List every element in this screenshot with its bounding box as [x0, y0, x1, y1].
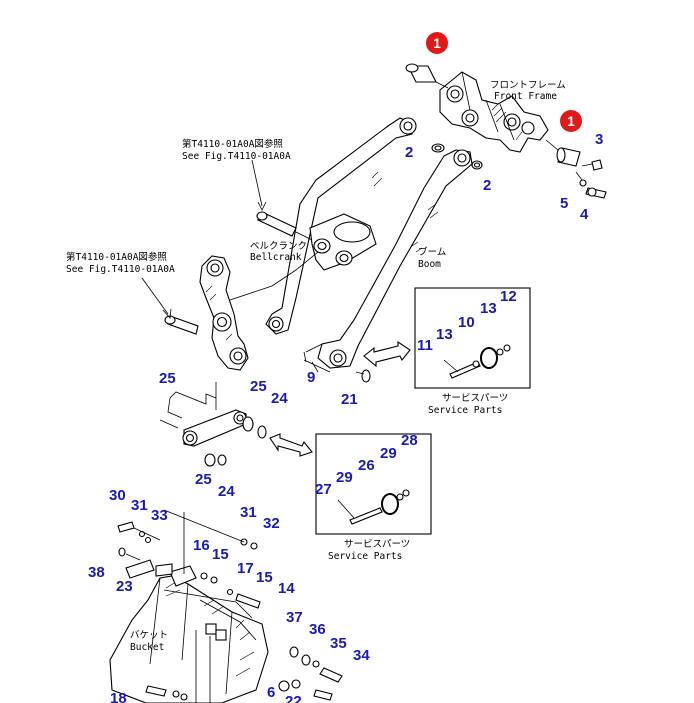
highlight-mark-1-upper: 1	[426, 32, 448, 54]
svg-text:1: 1	[567, 113, 575, 129]
callout-25: 25	[195, 471, 212, 488]
callout-22: 22	[285, 693, 302, 703]
ref2-label-en: See Fig.T4110-01A0A	[66, 264, 175, 275]
pin-ref-upper	[256, 211, 313, 241]
callout-15: 15	[212, 546, 229, 563]
callout-36: 36	[309, 621, 326, 638]
callout-38: 38	[88, 564, 105, 581]
ref1-label-en: See Fig.T4110-01A0A	[182, 151, 291, 162]
callout-30: 30	[109, 487, 126, 504]
highlight-mark-1-lower: 1	[560, 110, 582, 132]
callout-10: 10	[458, 314, 475, 331]
bushing-items-2	[431, 143, 483, 170]
callout-2: 2	[405, 144, 413, 161]
service-parts-1-label-en: Service Parts	[428, 405, 502, 416]
callout-12: 12	[500, 288, 517, 305]
callout-16: 16	[193, 537, 210, 554]
callout-32: 32	[263, 515, 280, 532]
callout-35: 35	[330, 635, 347, 652]
front-frame-label-en: Front Frame	[494, 91, 557, 102]
bushings-items-24-25	[204, 416, 267, 467]
callout-2: 2	[483, 177, 491, 194]
callout-24: 24	[218, 483, 235, 500]
callout-21: 21	[341, 391, 358, 408]
boom-label-en: Boom	[418, 259, 441, 270]
callout-37: 37	[286, 609, 303, 626]
service-parts-box-1	[414, 287, 531, 389]
callout-13: 13	[480, 300, 497, 317]
service-parts-1-label-jp: サービスパーツ	[442, 393, 508, 404]
callout-28: 28	[401, 432, 418, 449]
callout-26: 26	[358, 457, 375, 474]
front-frame-drawing	[439, 71, 549, 153]
bucket-drawing	[109, 563, 269, 703]
callout-27: 27	[315, 481, 332, 498]
service-parts-box-2	[315, 433, 432, 535]
callout-13: 13	[436, 326, 453, 343]
double-arrow-upper	[363, 340, 411, 368]
callout-33: 33	[151, 507, 168, 524]
bucket-label-jp: バケット	[130, 630, 168, 641]
callout-11: 11	[417, 337, 433, 354]
callout-25: 25	[159, 370, 176, 387]
callout-24: 24	[271, 390, 288, 407]
bolts-items-3-4-5	[575, 159, 607, 199]
bellcrank-label-jp: ベルクランク	[250, 241, 307, 252]
link-drawing	[159, 391, 247, 447]
bucket-pins-and-bolts	[117, 509, 343, 701]
svg-text:1: 1	[433, 35, 441, 51]
bellcrank-label-en: Bellcrank	[250, 252, 302, 263]
callout-23: 23	[116, 578, 133, 595]
service-parts-2-label-jp: サービスパーツ	[344, 539, 410, 550]
callout-14: 14	[278, 580, 295, 597]
bellcrank-drawing	[199, 251, 319, 371]
callout-25: 25	[250, 378, 267, 395]
callout-5: 5	[560, 195, 568, 212]
boom-label-jp: ブーム	[418, 246, 446, 258]
callout-17: 17	[237, 560, 254, 577]
bucket-label-en: Bucket	[130, 642, 164, 653]
callout-15: 15	[256, 569, 273, 586]
service-parts-2-label-en: Service Parts	[328, 551, 402, 562]
callout-34: 34	[353, 647, 370, 664]
front-frame-label-jp: フロントフレーム	[490, 80, 566, 91]
callout-6: 6	[267, 684, 275, 701]
pin-item-1-lower	[545, 139, 581, 167]
callout-29: 29	[336, 469, 353, 486]
callout-4: 4	[580, 206, 589, 223]
callout-numbers: 2 2 3 4 5 9 21 11 13 10 13 12 25 25 24 2…	[88, 131, 603, 703]
callout-9: 9	[307, 369, 315, 386]
callout-3: 3	[595, 131, 603, 148]
double-arrow-lower	[269, 433, 313, 457]
ref2-label-jp: 第T4110-01A0A図参照	[66, 251, 167, 263]
callout-29: 29	[380, 445, 397, 462]
callout-31: 31	[131, 497, 148, 514]
pin-item-1-upper	[405, 63, 449, 89]
pin-item-21	[355, 369, 371, 383]
callout-18: 18	[110, 690, 127, 703]
callout-31: 31	[240, 504, 257, 521]
reference-leaders	[141, 159, 267, 398]
boom-drawing	[265, 117, 473, 373]
pin-ref-lower	[164, 315, 199, 335]
ref1-label-jp: 第T4110-01A0A図参照	[182, 138, 283, 150]
